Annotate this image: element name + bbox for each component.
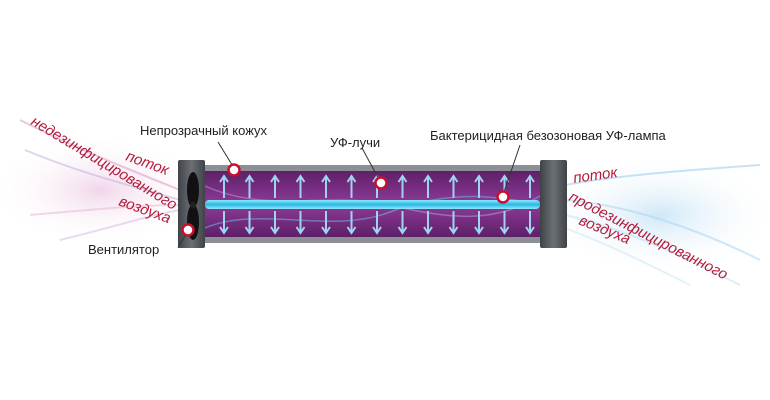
uv-ray-arrow-head xyxy=(499,226,510,235)
uv-ray-arrow-head xyxy=(244,226,255,235)
uv-ray-arrow-head xyxy=(321,226,331,235)
label-lamp: Бактерицидная безозоновая УФ-лампа xyxy=(430,128,667,143)
uv-ray-arrow-head xyxy=(346,174,357,183)
uv-ray-arrow-head xyxy=(397,174,408,183)
callout-markers xyxy=(181,163,510,237)
uv-ray-arrow-head xyxy=(397,226,408,235)
inflow-wisps xyxy=(0,119,210,245)
label-housing: Непрозрачный кожух xyxy=(140,123,268,138)
uv-ray-arrow-head xyxy=(525,226,535,235)
marker-lamp xyxy=(496,190,510,204)
uv-ray-arrow-head xyxy=(244,174,255,183)
uv-ray-arrow-head xyxy=(423,226,433,235)
uv-ray-arrow-head xyxy=(321,174,331,183)
marker-fan xyxy=(181,223,195,237)
uv-ray-arrow-head xyxy=(295,174,306,183)
label-uv-rays: УФ-лучи xyxy=(330,135,380,150)
uv-ray-arrow-head xyxy=(423,174,433,183)
uv-ray-arrow-head xyxy=(219,226,229,235)
marker-uv-rays xyxy=(374,176,388,190)
uv-ray-arrow-head xyxy=(295,226,306,235)
outflow-line1: поток xyxy=(572,164,619,187)
uv-ray-arrows xyxy=(219,174,535,235)
marker-housing xyxy=(227,163,241,177)
uv-ray-arrow-head xyxy=(372,226,382,235)
uv-ray-arrow-head xyxy=(525,174,535,183)
uv-ray-arrow-head xyxy=(474,226,484,235)
uv-ray-arrow-head xyxy=(270,226,280,235)
label-fan: Вентилятор xyxy=(88,242,159,257)
outflow-wisps xyxy=(540,155,770,286)
uv-ray-arrow-head xyxy=(270,174,280,183)
uv-ray-arrow-head xyxy=(219,174,229,183)
right-end-cap xyxy=(540,160,567,248)
uv-ray-arrow-head xyxy=(499,174,510,183)
uv-ray-arrow-head xyxy=(474,174,484,183)
uv-lamp xyxy=(205,200,540,209)
uv-ray-arrow-head xyxy=(448,174,459,183)
uv-ray-arrow-head xyxy=(346,226,357,235)
uv-ray-arrow-head xyxy=(448,226,459,235)
